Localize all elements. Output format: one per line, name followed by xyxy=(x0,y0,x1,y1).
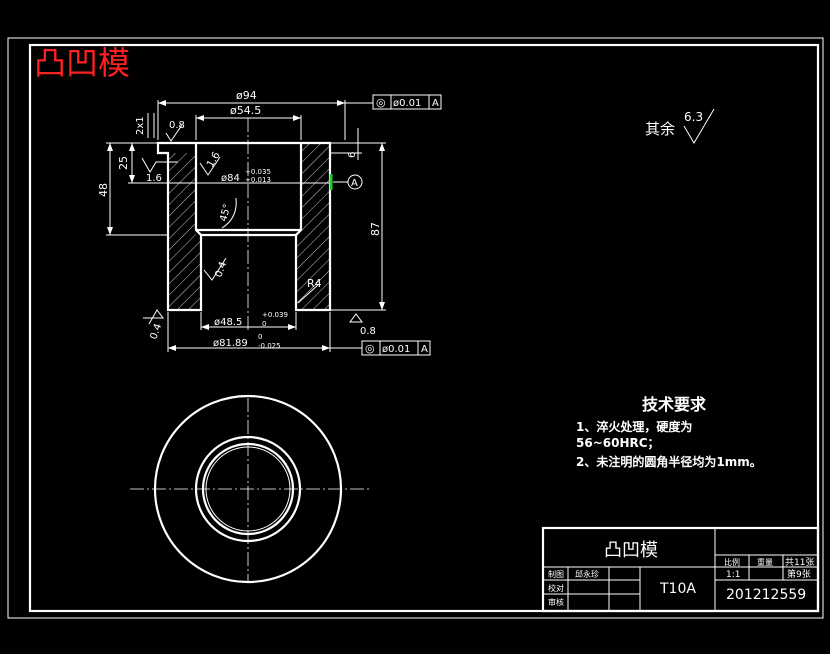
plan-view xyxy=(130,394,370,584)
section-view: ø94 ø54.5 ◎ ø0.01 A 2x1 0.8 25 48 xyxy=(97,89,442,356)
tolerance-value: ø0.01 xyxy=(382,344,410,355)
requirements-line-2: 56~60HRC； xyxy=(576,436,660,450)
roughness-0-4-mid: 0.4 xyxy=(213,260,229,279)
roughness-note-value: 6.3 xyxy=(684,110,703,124)
hatch-right xyxy=(296,143,330,310)
dim-chamfer: 2x1 xyxy=(135,116,146,135)
title-block-part-name: 凸凹模 xyxy=(604,540,658,561)
dim-d81: ø81.89 xyxy=(213,338,248,349)
inner-border xyxy=(28,43,820,613)
dim-d81-tol-low: -0.025 xyxy=(258,342,281,350)
title-block-sheets-total: 共11张 xyxy=(785,557,814,568)
requirements-heading: 技术要求 xyxy=(642,395,707,414)
dim-d48-tol-up: +0.039 xyxy=(262,311,288,319)
requirements-line-3: 2、未注明的圆角半径均为1mm。 xyxy=(576,454,762,469)
technical-requirements: 技术要求 1、淬火处理，硬度为 56~60HRC； 2、未注明的圆角半径均为1m… xyxy=(576,395,762,469)
roughness-0-8-right: 0.8 xyxy=(360,326,376,337)
roughness-note: 其余 6.3 xyxy=(645,108,715,144)
roughness-1-6-left: 1.6 xyxy=(146,173,162,184)
tolerance-datum: A xyxy=(432,98,439,109)
dim-d94: ø94 xyxy=(236,89,257,102)
outer-border xyxy=(7,37,824,619)
roughness-0-4-left: 0.4 xyxy=(148,322,164,341)
hatch-left xyxy=(168,153,201,310)
roughness-1-6-mid: 1.6 xyxy=(205,150,222,169)
dim-d81-tol-up: 0 xyxy=(258,333,262,341)
roughness-note-prefix: 其余 xyxy=(645,120,675,138)
requirements-line-1: 1、淬火处理，硬度为 xyxy=(576,419,692,434)
title-block-sheet-no: 第9张 xyxy=(787,568,811,580)
title-block-approved-label: 审核 xyxy=(548,597,564,607)
title-block-material: T10A xyxy=(659,581,696,597)
title-block-scale-label: 比例 xyxy=(724,557,740,567)
dim-d54-5: ø54.5 xyxy=(230,104,261,117)
dim-d84: ø84 xyxy=(221,173,240,184)
title-block-drawn-label: 制图 xyxy=(548,569,564,579)
dim-h48: 48 xyxy=(97,183,110,197)
datum-a-label: A xyxy=(351,178,358,189)
tolerance-frame-bottom: ◎ ø0.01 A xyxy=(361,340,431,356)
dim-d48: ø48.5 xyxy=(214,317,242,328)
tolerance-value: ø0.01 xyxy=(393,98,421,109)
dim-angle-45: 45° xyxy=(218,203,233,223)
tolerance-symbol: ◎ xyxy=(376,96,386,109)
title-block-scale-value: 1:1 xyxy=(726,570,740,580)
part-outline-left xyxy=(156,141,203,312)
drawing-title-red: 凸凹模 xyxy=(34,44,130,82)
roughness-0-8-top: 0.8 xyxy=(169,120,185,131)
title-block-weight-label: 重量 xyxy=(757,557,773,567)
dim-d48-tol-low: 0 xyxy=(262,320,266,328)
dim-h87: 87 xyxy=(369,222,382,236)
dim-h25: 25 xyxy=(117,156,130,170)
title-block-checked-label: 校对 xyxy=(548,583,564,593)
title-block: 凸凹模 比例 重量 共11张 1:1 第9张 制图 邱永珍 校对 审核 T10A… xyxy=(541,526,820,613)
tolerance-frame-top: ◎ ø0.01 A xyxy=(372,94,442,110)
title-block-drawn-by: 邱永珍 xyxy=(575,569,599,579)
dim-h6: 6 xyxy=(347,152,358,158)
dim-d84-tol-low: +0.013 xyxy=(245,176,271,184)
title-block-drawing-number: 201212559 xyxy=(726,587,806,603)
tolerance-symbol: ◎ xyxy=(365,342,375,355)
tolerance-datum: A xyxy=(421,344,428,355)
dim-r4: R4 xyxy=(307,277,322,290)
dim-d84-tol-up: +0.035 xyxy=(245,168,271,176)
